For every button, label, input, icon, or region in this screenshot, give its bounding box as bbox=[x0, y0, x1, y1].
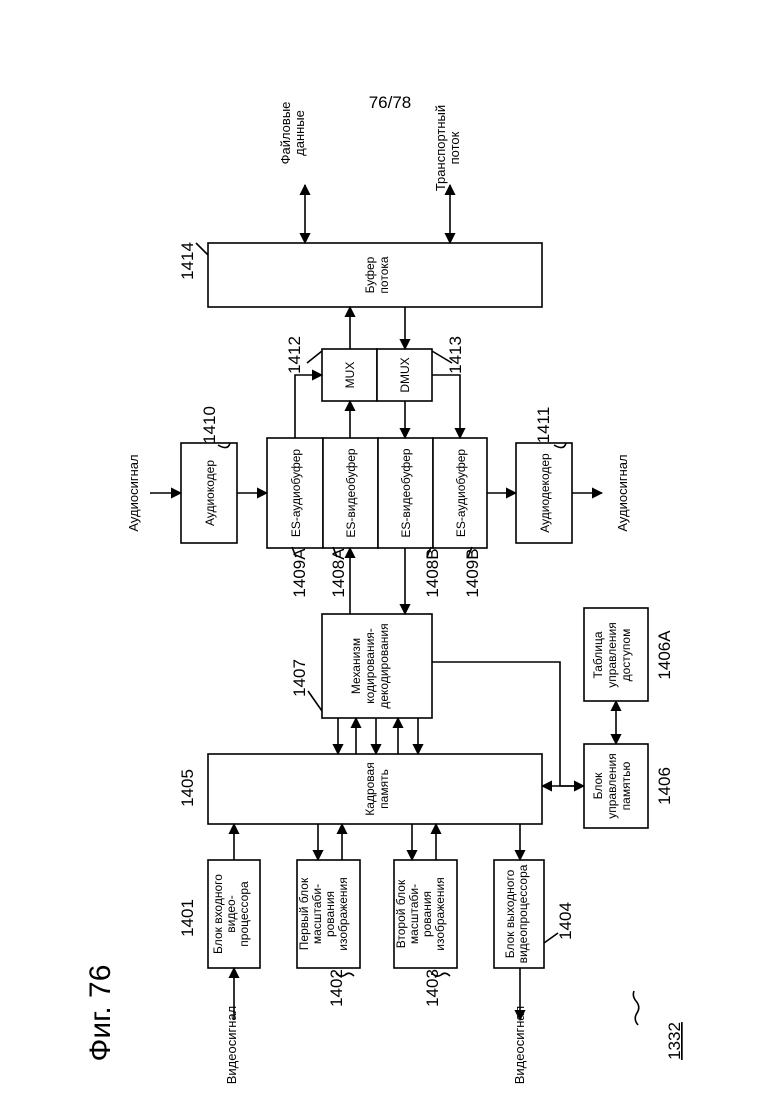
es-audio-buffer-b-label: ES-аудиобуфер bbox=[454, 449, 468, 538]
video-input-signal-label: Видеосигнал bbox=[224, 1006, 239, 1084]
video-input-processor-ref: 1401 bbox=[178, 899, 197, 937]
video-output-processor-label: Блок выходноговидеопроцессора bbox=[503, 864, 530, 963]
frame-memory-ref: 1405 bbox=[178, 769, 197, 807]
video-input-processor-block: Блок входноговидео-процессора 1401 bbox=[178, 860, 260, 968]
first-scaler-block: Первый блокмасштаби-рованияизображения 1… bbox=[297, 860, 360, 1007]
es-audio-buffer-a-label: ES-аудиобуфер bbox=[289, 449, 303, 538]
es-video-buffer-b-label: ES-видеобуфер bbox=[399, 448, 413, 537]
stream-buffer-block: Буферпотока 1414 bbox=[178, 242, 542, 307]
frame-memory-label: Кадроваяпамять bbox=[363, 762, 391, 815]
access-table-block: Таблицауправлениядоступом 1406A bbox=[584, 608, 674, 701]
audio-encoder-label: Аудиокодер bbox=[203, 460, 217, 526]
first-scaler-label: Первый блокмасштаби-рованияизображения bbox=[297, 877, 350, 951]
file-data-label: Файловыеданные bbox=[278, 102, 307, 165]
es-audio-buffer-a-ref: 1409A bbox=[290, 548, 309, 598]
audio-decoder-ref: 1411 bbox=[534, 407, 553, 444]
second-scaler-ref: 1403 bbox=[423, 969, 442, 1007]
es-buffers: ES-аудиобуфер ES-видеобуфер ES-видеобуфе… bbox=[267, 438, 487, 598]
second-scaler-label: Второй блокмасштаби-рованияизображения bbox=[394, 877, 447, 951]
audio-encoder-ref: 1410 bbox=[200, 406, 219, 444]
mux-block: MUX 1412 bbox=[285, 336, 377, 401]
video-output-processor-block: Блок выходноговидеопроцессора 1404 bbox=[494, 860, 575, 968]
es-video-buffer-a-ref: 1408A bbox=[329, 548, 348, 598]
memory-control-ref: 1406 bbox=[655, 767, 674, 805]
figure-title: Фиг. 76 bbox=[84, 965, 117, 1062]
video-output-processor-ref: 1404 bbox=[556, 902, 575, 940]
transport-stream-label: Транспортныйпоток bbox=[433, 105, 462, 191]
audio-input-signal-label: Аудиосигнал bbox=[126, 454, 141, 531]
audio-decoder-label: Аудиодекодер bbox=[538, 453, 552, 533]
mux-ref: 1412 bbox=[285, 336, 304, 374]
dmux-ref: 1413 bbox=[446, 336, 465, 374]
frame-memory-block: Кадроваяпамять 1405 bbox=[178, 754, 542, 824]
second-scaler-block: Второй блокмасштаби-рованияизображения 1… bbox=[394, 860, 457, 1007]
page-number: 76/78 bbox=[369, 93, 412, 112]
codec-engine-block: Механизмкодирования-декодирования 1407 bbox=[290, 614, 432, 718]
es-audio-buffer-b-ref: 1409B bbox=[463, 548, 482, 597]
dmux-label: DMUX bbox=[398, 357, 412, 392]
memory-control-block: Блокуправленияпамятью 1406 bbox=[584, 744, 674, 828]
stream-buffer-ref: 1414 bbox=[178, 242, 197, 280]
audio-output-signal-label: Аудиосигнал bbox=[615, 454, 630, 531]
figure-ref: 1332 bbox=[665, 1022, 684, 1060]
audio-encoder-block: Аудиокодер 1410 bbox=[181, 406, 237, 543]
es-video-buffer-b-ref: 1408B bbox=[423, 548, 442, 597]
dmux-block: DMUX 1413 bbox=[377, 336, 465, 401]
codec-engine-ref: 1407 bbox=[290, 659, 309, 697]
first-scaler-ref: 1402 bbox=[327, 969, 346, 1007]
access-table-ref: 1406A bbox=[655, 630, 674, 680]
access-table-label: Таблицауправлениядоступом bbox=[591, 622, 633, 687]
es-video-buffer-a-label: ES-видеобуфер bbox=[344, 448, 358, 537]
figure-ref-leader bbox=[633, 991, 638, 1025]
mux-label: MUX bbox=[343, 362, 357, 389]
stream-buffer-label: Буферпотока bbox=[363, 256, 391, 293]
audio-decoder-block: Аудиодекодер 1411 bbox=[516, 407, 572, 543]
